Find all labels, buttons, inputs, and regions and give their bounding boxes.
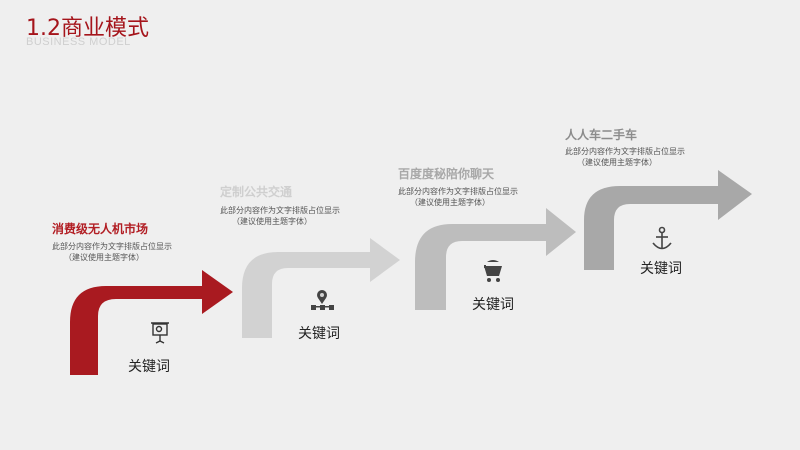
step-arrow-3 [415,208,576,310]
stage-1-desc-line2: （建议使用主题字体） [64,253,144,262]
page-title: 1.2商业模式 [26,16,149,41]
stage-2-title: 定制公共交通 [220,185,293,199]
stage-1-title: 消费级无人机市场 [52,222,149,236]
network-hierarchy-icon [311,290,334,310]
stage-1-keyword: 关键词 [128,359,170,375]
stage-4-desc-line2: （建议使用主题字体） [577,158,657,167]
stage-3-desc-line2: （建议使用主题字体） [410,198,490,207]
step-arrow-4 [584,170,752,270]
step-arrow-1 [70,270,233,375]
stage-3-keyword: 关键词 [472,297,514,313]
stage-3-description: 此部分内容作为文字排版占位显示 （建议使用主题字体） [398,186,518,208]
stage-1-desc-line1: 此部分内容作为文字排版占位显示 [52,242,172,251]
anchor-icon [652,226,672,250]
stage-1-description: 此部分内容作为文字排版占位显示 （建议使用主题字体） [52,241,172,263]
presentation-board-icon [151,322,169,344]
stage-2-desc-line2: （建议使用主题字体） [232,217,312,226]
stage-4-title: 人人车二手车 [565,128,638,142]
stage-4-description: 此部分内容作为文字排版占位显示 （建议使用主题字体） [565,146,685,168]
stage-4-keyword: 关键词 [640,261,682,277]
stage-2-description: 此部分内容作为文字排版占位显示 （建议使用主题字体） [220,205,340,227]
stage-2-desc-line1: 此部分内容作为文字排版占位显示 [220,206,340,215]
stage-3-title: 百度度秘陪你聊天 [398,167,495,181]
step-arrow-2 [242,238,400,338]
stage-3-desc-line1: 此部分内容作为文字排版占位显示 [398,187,518,196]
page-subtitle: BUSINESS MODEL [26,36,131,48]
stage-2-keyword: 关键词 [298,326,340,342]
stage-4-desc-line1: 此部分内容作为文字排版占位显示 [565,147,685,156]
shopping-cart-icon [484,260,502,282]
